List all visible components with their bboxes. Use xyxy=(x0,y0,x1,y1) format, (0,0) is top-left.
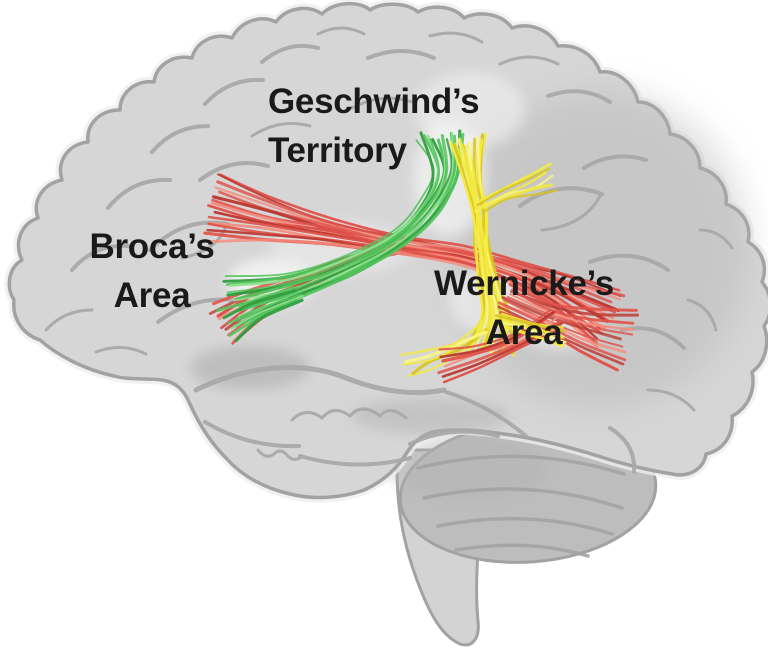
fiber-strand xyxy=(438,308,552,351)
fiber-strand xyxy=(449,140,484,355)
green-tract-anterior-segment xyxy=(215,129,465,343)
fiber-strand xyxy=(476,167,551,206)
sulcus-line xyxy=(203,77,265,106)
fiber-strand xyxy=(511,288,635,325)
cerebellum-stripes xyxy=(416,454,626,558)
sulcus-line xyxy=(70,243,130,272)
sulcus-line xyxy=(498,55,560,66)
sulcus-line xyxy=(250,122,312,138)
sulcus-line xyxy=(686,298,718,332)
fiber-strand xyxy=(230,294,304,330)
cerebellum-stripe-line xyxy=(416,454,626,476)
label-wernickes-area: Wernicke’s Area xyxy=(434,264,614,352)
sulcus-line xyxy=(256,448,302,461)
temporal-shading xyxy=(350,398,510,434)
fiber-strand xyxy=(493,317,565,339)
sulcus-line xyxy=(298,454,412,467)
cerebellum-stripe-line xyxy=(422,487,624,510)
label-geschwinds-territory: Geschwind’s Territory xyxy=(268,82,480,170)
sulcus-line xyxy=(366,49,436,60)
fiber-strand xyxy=(508,283,638,312)
sulcus-line xyxy=(408,429,500,446)
sulcus-line xyxy=(540,194,602,232)
yellow-tract-posterior-segment xyxy=(400,132,558,377)
sulcus-line xyxy=(582,154,648,170)
sulcus-line xyxy=(260,43,320,64)
sulcus-line xyxy=(180,224,228,260)
sulcus-line xyxy=(608,426,637,474)
sulcus-line xyxy=(316,26,366,36)
fiber-strand xyxy=(474,183,553,212)
sulcus-line xyxy=(698,228,734,250)
sulcus-line xyxy=(193,365,447,396)
fiber-strand xyxy=(214,186,621,301)
fiber-strand xyxy=(442,326,563,384)
sulcus-line xyxy=(444,390,528,438)
cerebellum-stripe-line xyxy=(454,543,590,558)
sulcus-line xyxy=(546,89,612,104)
sulcus-line xyxy=(150,124,210,154)
cerebellum-stripe-line xyxy=(436,516,614,536)
sulcus-line xyxy=(646,388,696,412)
sulcus-line xyxy=(106,177,172,210)
label-brocas-area: Broca’s Area xyxy=(89,227,215,315)
sulci-lines xyxy=(44,26,734,474)
sulcus-line xyxy=(518,186,604,208)
fiber-strand xyxy=(497,301,627,362)
sulcus-line xyxy=(44,308,94,332)
fiber-strand xyxy=(226,293,303,326)
fiber-strand xyxy=(207,215,602,330)
sulcus-line xyxy=(290,407,408,422)
sulcus-line xyxy=(203,420,301,449)
fiber-strand xyxy=(494,313,566,333)
wernicke-fan-mixed-fibers xyxy=(437,283,640,384)
sulcus-line xyxy=(588,253,670,272)
fiber-strand xyxy=(400,320,484,357)
sulcus-line xyxy=(428,31,484,44)
fiber-strand xyxy=(477,162,553,203)
fiber-strand xyxy=(234,298,304,343)
fiber-strand xyxy=(222,289,297,320)
fiber-strand xyxy=(493,319,567,344)
fiber-strand xyxy=(501,296,622,341)
sulcus-line xyxy=(198,161,270,182)
fiber-tracts xyxy=(203,129,640,384)
fiber-strand xyxy=(218,173,621,292)
fiber-strand xyxy=(509,292,635,331)
fiber-strand xyxy=(490,321,565,348)
sulcus-line xyxy=(94,346,148,356)
fiber-strand xyxy=(215,286,295,313)
fiber-strand xyxy=(454,142,487,347)
fiber-strand xyxy=(481,189,558,214)
fiber-strand xyxy=(506,296,634,336)
sulcus-line xyxy=(350,96,414,110)
